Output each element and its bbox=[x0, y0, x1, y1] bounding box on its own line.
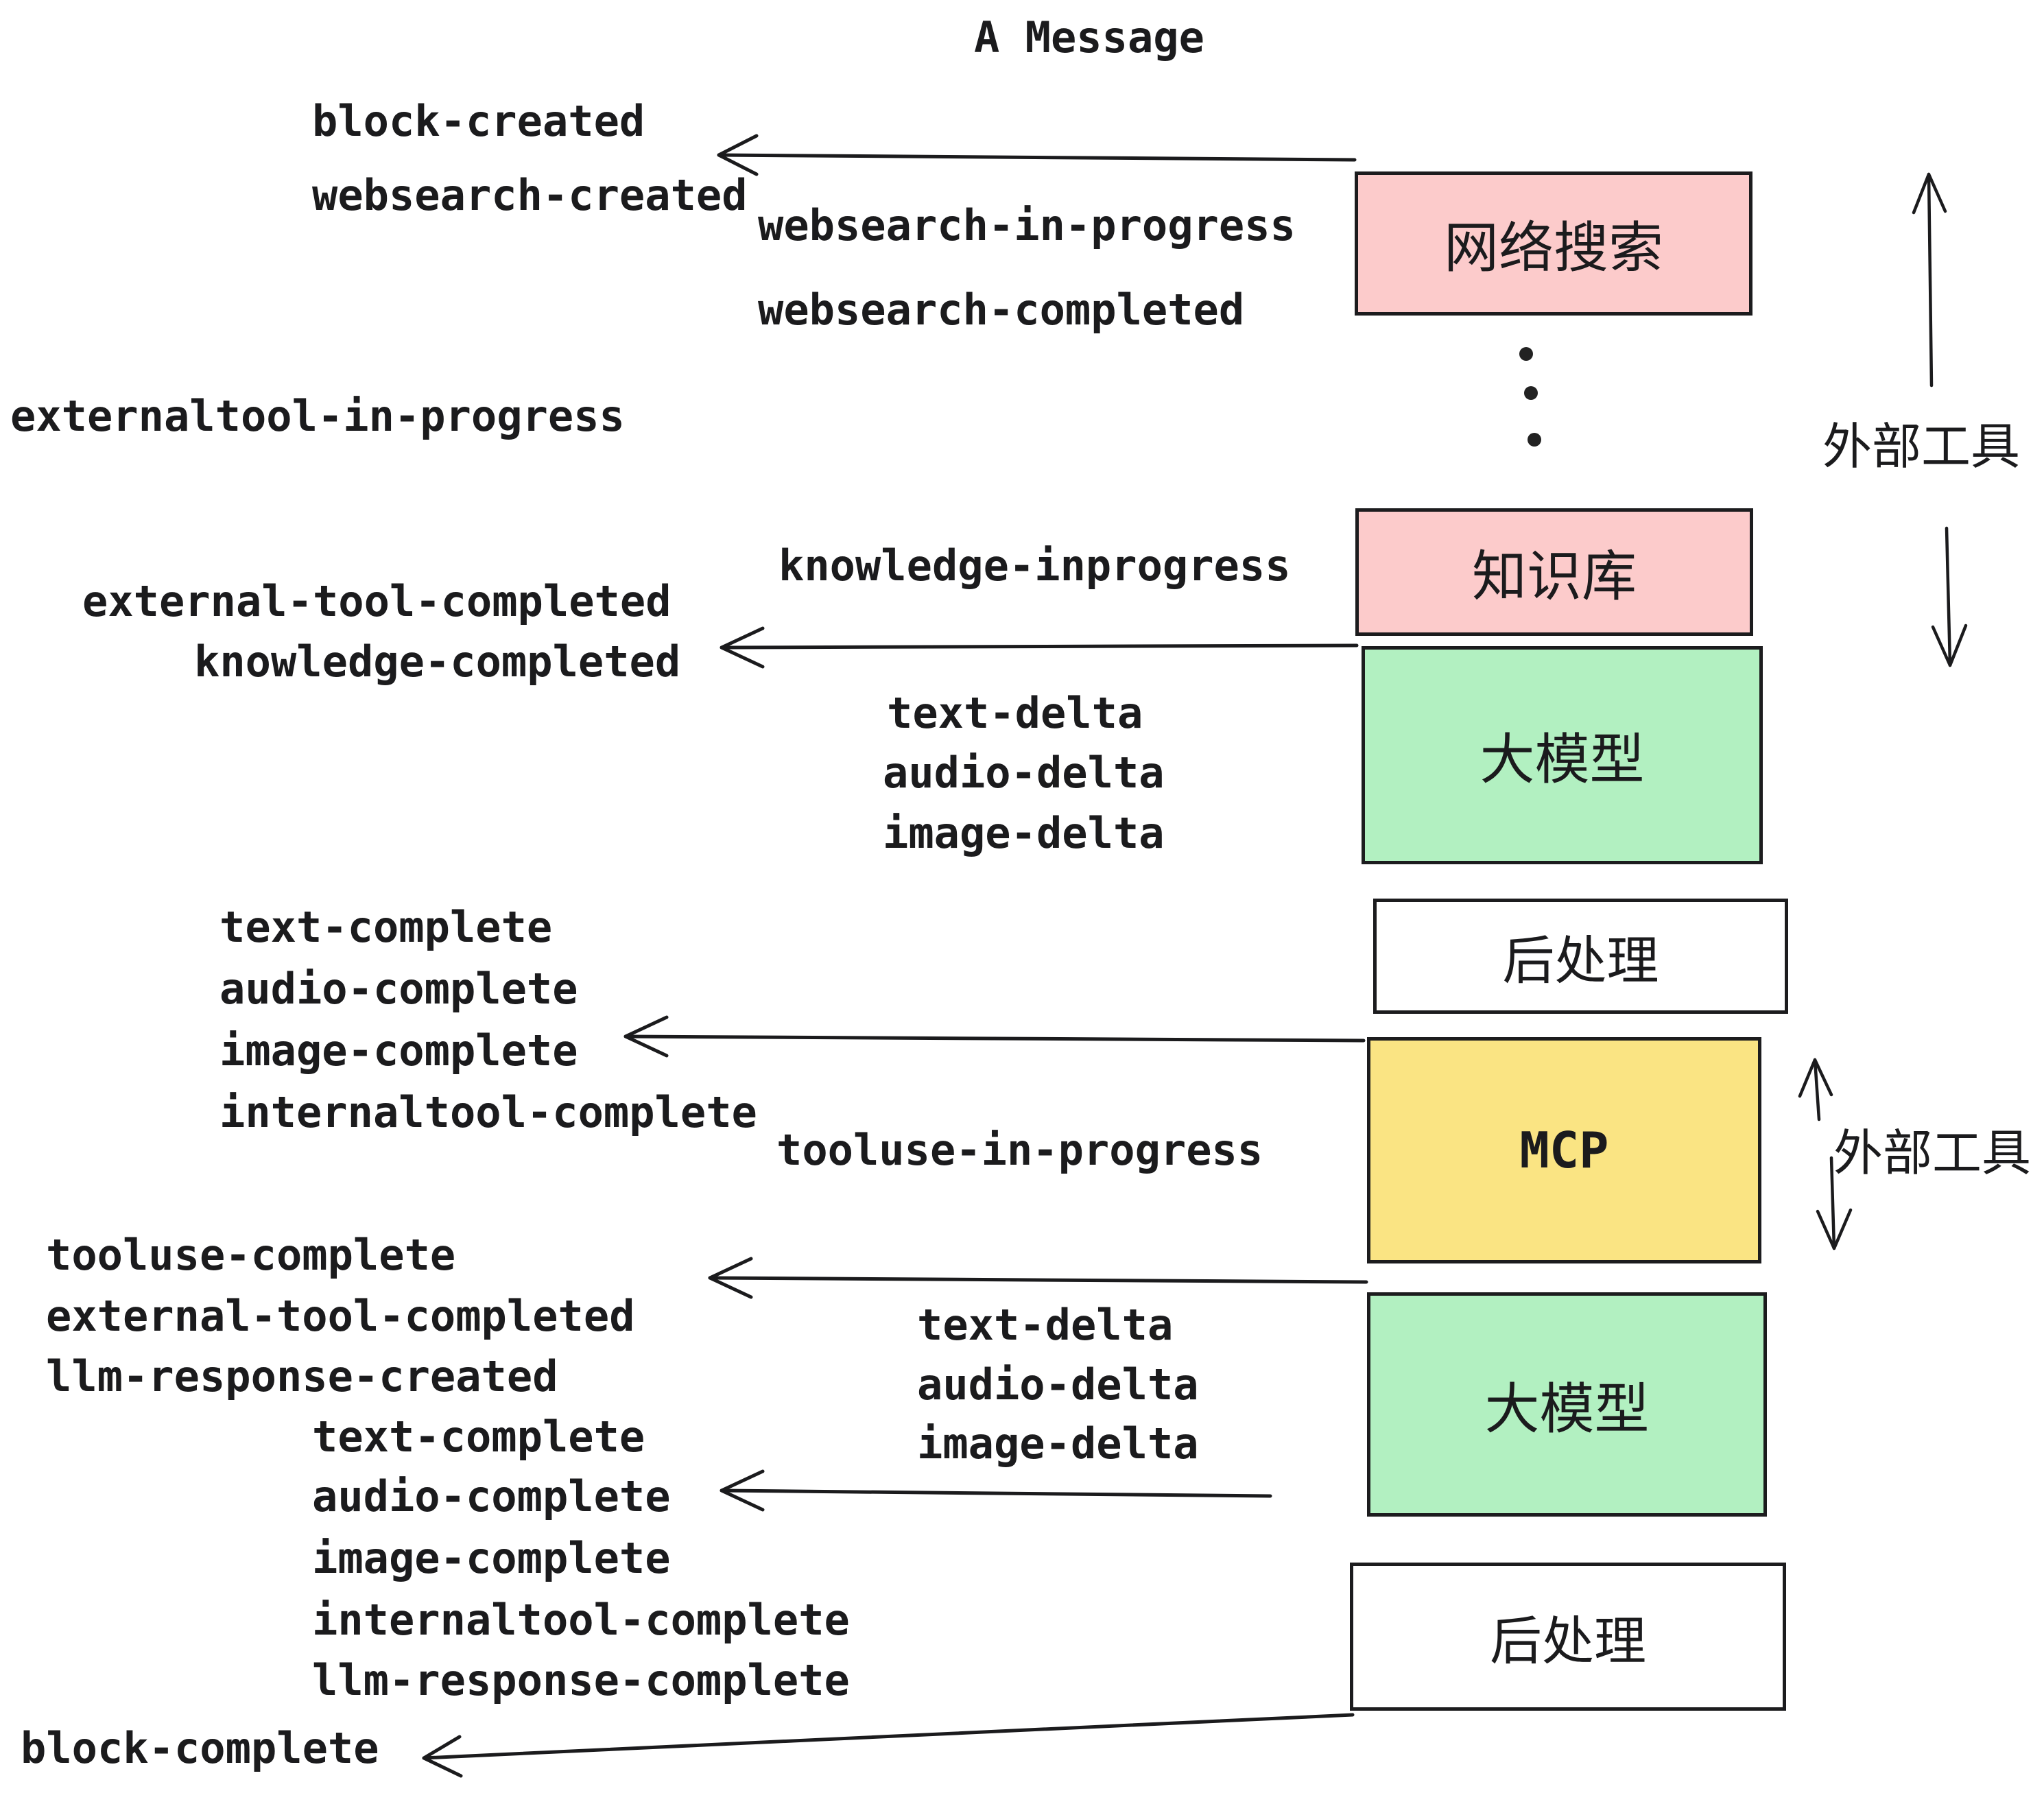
event-knowledge-completed: knowledge-completed bbox=[194, 637, 681, 687]
event-internaltool-complete-2: internaltool-complete bbox=[312, 1595, 850, 1645]
event-websearch-in-progress: websearch-in-progress bbox=[758, 200, 1296, 250]
box-knowledge-base: 知识库 bbox=[1355, 508, 1753, 636]
box-web-search: 网络搜索 bbox=[1355, 171, 1752, 316]
left-arrow-icon bbox=[717, 134, 1357, 176]
box-llm-2: 大模型 bbox=[1367, 1292, 1767, 1517]
event-image-delta: image-delta bbox=[883, 808, 1165, 858]
event-text-complete: text-complete bbox=[219, 902, 553, 952]
box-knowledge-base-label: 知识库 bbox=[1472, 545, 1637, 608]
left-arrow-icon bbox=[623, 1015, 1366, 1058]
event-image-complete: image-complete bbox=[219, 1025, 578, 1076]
event-knowledge-inprogress: knowledge-inprogress bbox=[779, 541, 1291, 591]
left-arrow-icon bbox=[708, 1257, 1368, 1299]
box-post-process-2-label: 后处理 bbox=[1490, 1611, 1646, 1672]
event-audio-delta: audio-delta bbox=[883, 748, 1165, 798]
event-llm-response-complete: llm-response-complete bbox=[312, 1655, 850, 1705]
event-tooluse-in-progress: tooluse-in-progress bbox=[776, 1125, 1263, 1175]
box-post-process-1-label: 后处理 bbox=[1502, 930, 1659, 991]
event-external-tool-completed-2: external-tool-completed bbox=[46, 1291, 635, 1341]
event-tooluse-complete: tooluse-complete bbox=[46, 1230, 456, 1280]
vertical-ellipsis-icon bbox=[1519, 347, 1541, 447]
box-mcp-label: MCP bbox=[1519, 1121, 1609, 1179]
box-post-process-1: 后处理 bbox=[1373, 899, 1788, 1014]
box-mcp: MCP bbox=[1367, 1037, 1761, 1263]
event-websearch-completed: websearch-completed bbox=[758, 285, 1245, 335]
event-image-delta-2: image-delta bbox=[917, 1419, 1199, 1469]
event-llm-response-created: llm-response-created bbox=[46, 1351, 558, 1401]
event-internaltool-complete: internaltool-complete bbox=[219, 1087, 757, 1137]
event-audio-delta-2: audio-delta bbox=[917, 1360, 1199, 1410]
annotation-external-tools-top: 外部工具 bbox=[1822, 418, 2021, 475]
box-llm-2-label: 大模型 bbox=[1484, 1377, 1650, 1441]
event-block-complete: block-complete bbox=[21, 1723, 379, 1773]
event-image-complete-2: image-complete bbox=[312, 1533, 671, 1583]
box-llm-1-label: 大模型 bbox=[1479, 728, 1645, 792]
event-websearch-created: websearch-created bbox=[312, 170, 748, 220]
left-arrow-icon bbox=[720, 626, 1359, 669]
event-text-delta-2: text-delta bbox=[917, 1300, 1174, 1350]
event-audio-complete-2: audio-complete bbox=[312, 1471, 671, 1521]
event-external-tool-completed: external-tool-completed bbox=[82, 576, 672, 626]
box-web-search-label: 网络搜索 bbox=[1444, 216, 1663, 280]
box-post-process-2: 后处理 bbox=[1350, 1563, 1786, 1711]
event-block-created: block-created bbox=[312, 96, 645, 146]
annotation-external-tools-mcp: 外部工具 bbox=[1833, 1124, 2032, 1182]
diagram-title: A Message bbox=[974, 12, 1204, 62]
left-arrow-icon bbox=[720, 1469, 1272, 1512]
event-text-complete-2: text-complete bbox=[312, 1412, 645, 1462]
event-text-delta: text-delta bbox=[887, 688, 1143, 738]
box-llm-1: 大模型 bbox=[1362, 646, 1763, 864]
event-audio-complete: audio-complete bbox=[219, 964, 578, 1014]
event-externaltool-in-progress: externaltool-in-progress bbox=[10, 391, 625, 441]
left-arrow-icon bbox=[422, 1713, 1355, 1778]
